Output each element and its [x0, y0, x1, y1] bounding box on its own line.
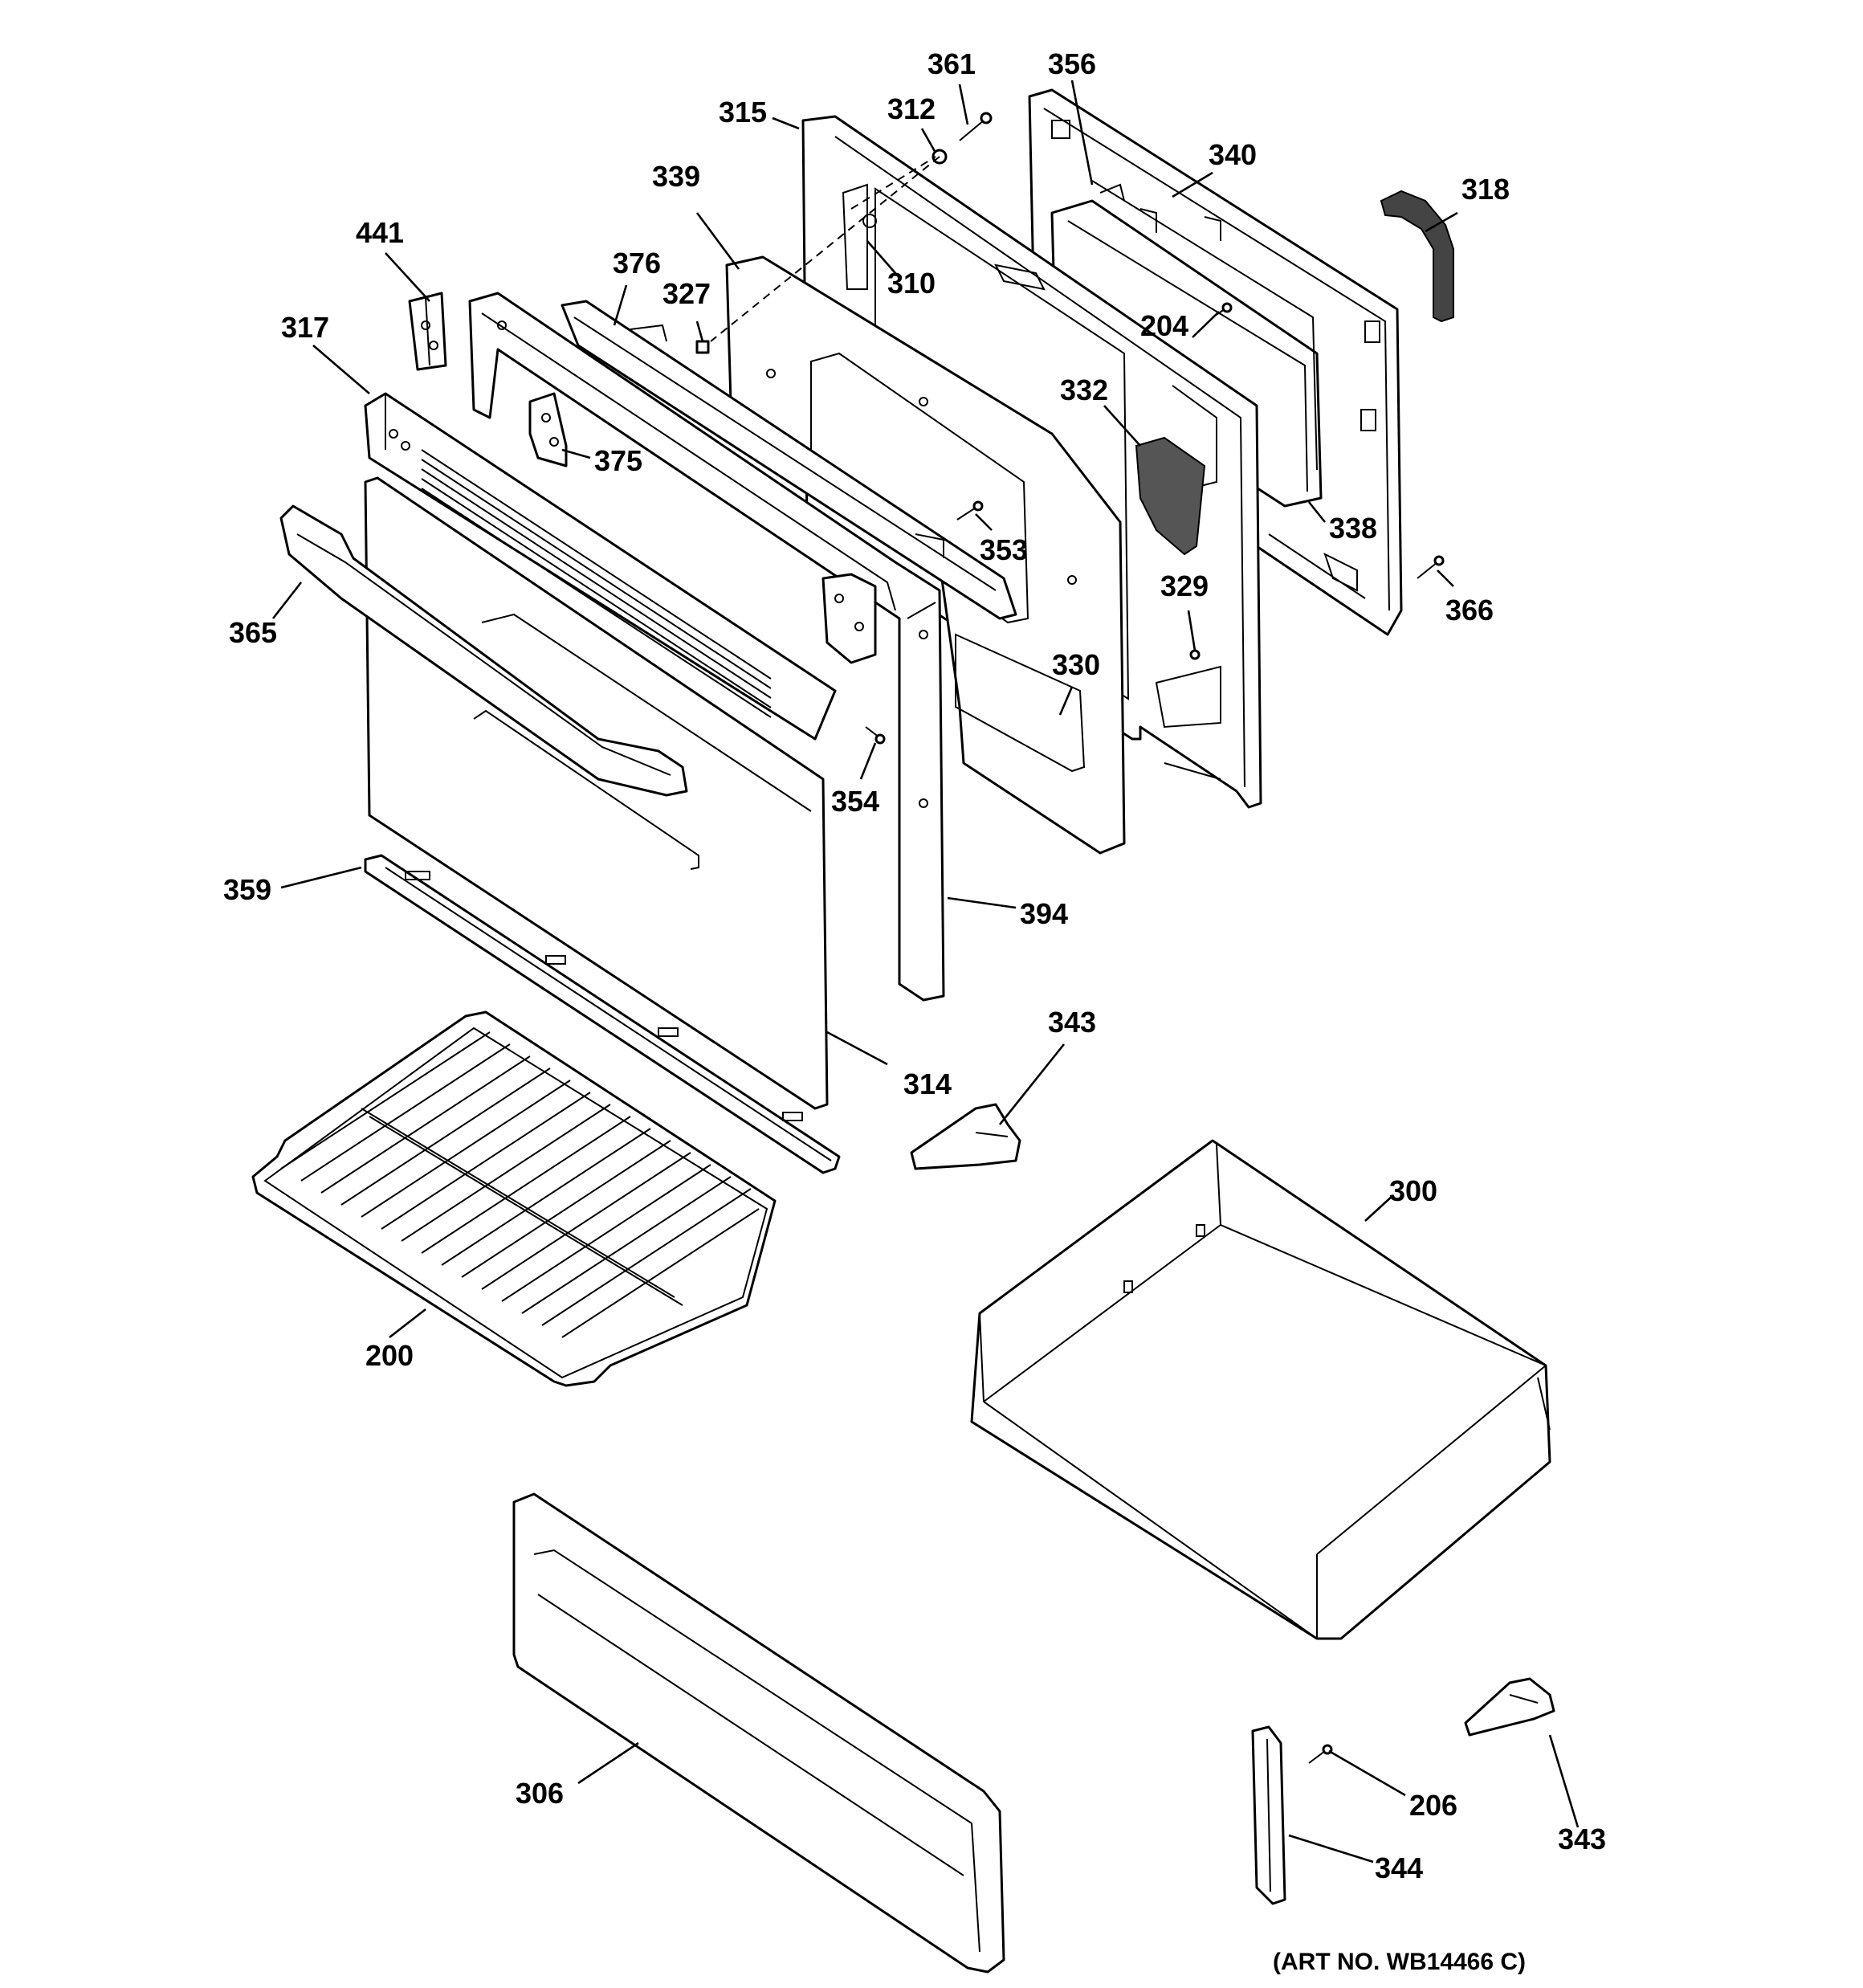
label-200: 200: [365, 1339, 414, 1372]
label-365: 365: [229, 616, 277, 649]
part-vent-panel: [364, 392, 837, 741]
label-353: 353: [980, 533, 1028, 566]
part-drawer-slide-bottom: [1464, 1677, 1555, 1737]
label-330: 330: [1052, 648, 1100, 681]
screw-361: [959, 112, 993, 141]
label-394: 394: [1020, 897, 1068, 930]
part-oven-rack: [251, 1010, 777, 1387]
label-344: 344: [1375, 1851, 1423, 1884]
label-343-bottom: 343: [1558, 1823, 1606, 1855]
label-206: 206: [1409, 1789, 1457, 1822]
label-332: 332: [1060, 374, 1108, 406]
part-door-handle: [279, 504, 688, 797]
screw-206: [1308, 1744, 1333, 1764]
clip-327: [695, 340, 710, 354]
label-329: 329: [1160, 569, 1209, 602]
label-315: 315: [719, 96, 767, 129]
label-366: 366: [1445, 594, 1494, 627]
callout-labels: 361 356 315 312 340 318 339 441 376 327 …: [223, 47, 1606, 1884]
label-314: 314: [903, 1067, 952, 1100]
label-339: 339: [652, 160, 700, 193]
part-bottom-trim: [364, 854, 841, 1174]
part-outer-door-314: [364, 476, 829, 1110]
label-343-top: 343: [1048, 1006, 1096, 1039]
label-318: 318: [1461, 173, 1510, 206]
label-310: 310: [887, 267, 936, 300]
label-376: 376: [613, 247, 661, 280]
part-bracket-right: [821, 573, 877, 664]
label-306: 306: [516, 1777, 564, 1810]
screw-354: [865, 726, 886, 745]
screw-353: [956, 500, 984, 520]
part-drawer-front: [512, 1492, 1005, 1974]
part-bracket-375: [528, 392, 568, 467]
vent-slots: [421, 449, 772, 718]
part-slide-rail: [1251, 1725, 1286, 1905]
part-storage-drawer: [970, 1139, 1551, 1640]
label-312: 312: [887, 92, 936, 125]
label-204: 204: [1140, 309, 1188, 342]
art-number: (ART NO. WB14466 C): [1273, 1949, 1526, 1975]
label-361: 361: [927, 47, 976, 80]
part-vent-frame-376: [561, 300, 1017, 620]
label-327: 327: [662, 277, 711, 310]
label-359: 359: [223, 873, 271, 906]
leader-lines: [271, 80, 1580, 1863]
assembly-line-b: [850, 156, 936, 210]
rack-wires: [280, 1031, 760, 1338]
label-356: 356: [1048, 47, 1096, 80]
screw-329: [1189, 649, 1201, 660]
label-375: 375: [594, 444, 642, 477]
part-drawer-slide-top: [910, 1103, 1021, 1170]
label-354: 354: [831, 785, 879, 818]
label-338: 338: [1329, 512, 1377, 545]
part-door-gasket: [1380, 190, 1454, 323]
part-insulation-block: [1135, 436, 1206, 556]
screw-366: [1417, 555, 1445, 579]
label-441: 441: [356, 216, 404, 249]
label-317: 317: [281, 311, 329, 344]
label-340: 340: [1209, 138, 1257, 171]
part-side-trim-frame: [468, 292, 945, 1002]
part-bracket-441: [408, 292, 447, 371]
label-300: 300: [1389, 1174, 1437, 1207]
